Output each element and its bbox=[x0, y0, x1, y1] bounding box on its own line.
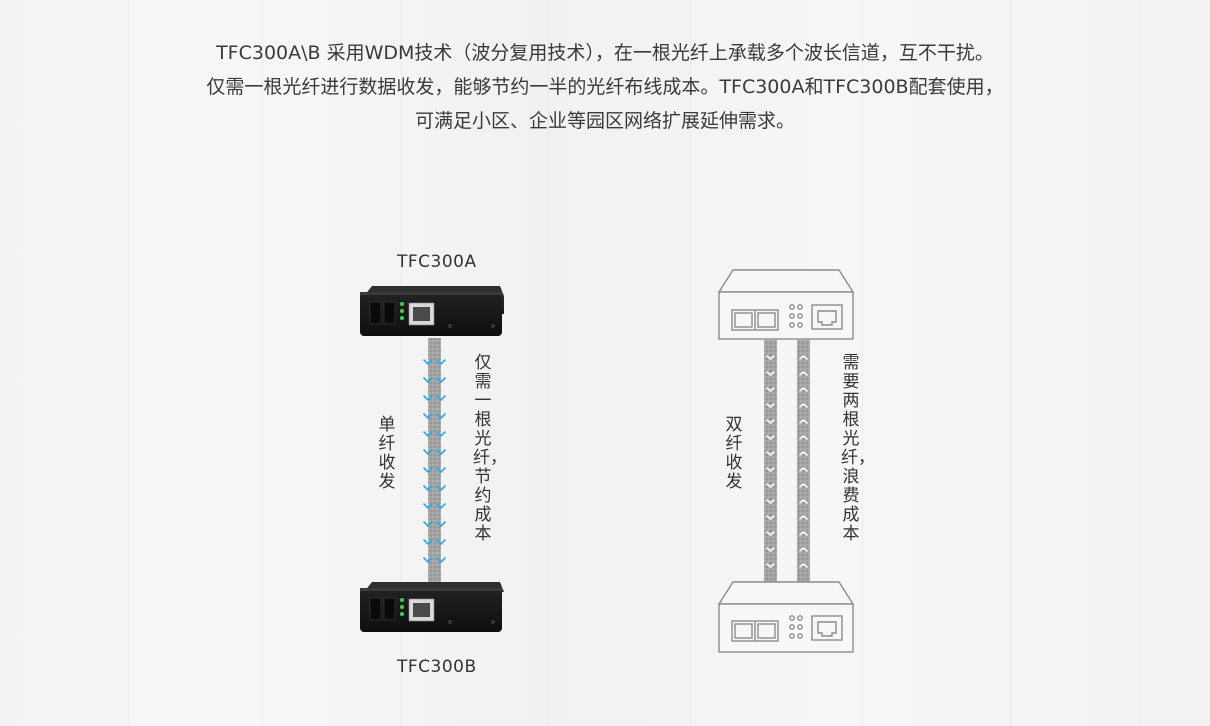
dual-fiber-cables bbox=[764, 340, 810, 584]
tfc300a-device-image bbox=[360, 286, 504, 336]
single-fiber-note: 仅需一根光纤，节约成本 bbox=[473, 353, 507, 544]
intro-paragraph: TFC300A\B 采用WDM技术（波分复用技术），在一根光纤上承载多个波长信道… bbox=[0, 36, 1210, 138]
dual-fiber-top-device-image bbox=[717, 269, 855, 340]
tfc300b-device-image bbox=[360, 582, 504, 632]
tfc300b-label: TFC300B bbox=[397, 657, 477, 677]
single-fiber-mode-label: 单纤收发 bbox=[378, 415, 396, 492]
intro-line: 可满足小区、企业等园区网络扩展延伸需求。 bbox=[414, 110, 795, 132]
intro-line: 仅需一根光纤进行数据收发，能够节约一半的光纤布线成本。TFC300A和TFC30… bbox=[206, 76, 1004, 98]
tfc300a-label: TFC300A bbox=[397, 252, 477, 272]
dual-fiber-note: 需要两根光纤，浪费成本 bbox=[841, 353, 875, 544]
intro-line: TFC300A\B 采用WDM技术（波分复用技术），在一根光纤上承载多个波长信道… bbox=[216, 42, 994, 64]
dual-fiber-mode-label: 双纤收发 bbox=[725, 415, 743, 492]
up-arrow-marks bbox=[799, 355, 808, 568]
down-arrow-marks bbox=[423, 359, 446, 564]
down-arrow-marks bbox=[766, 355, 775, 568]
dual-fiber-bottom-device-image bbox=[717, 581, 855, 653]
single-fiber-cable bbox=[423, 338, 446, 588]
